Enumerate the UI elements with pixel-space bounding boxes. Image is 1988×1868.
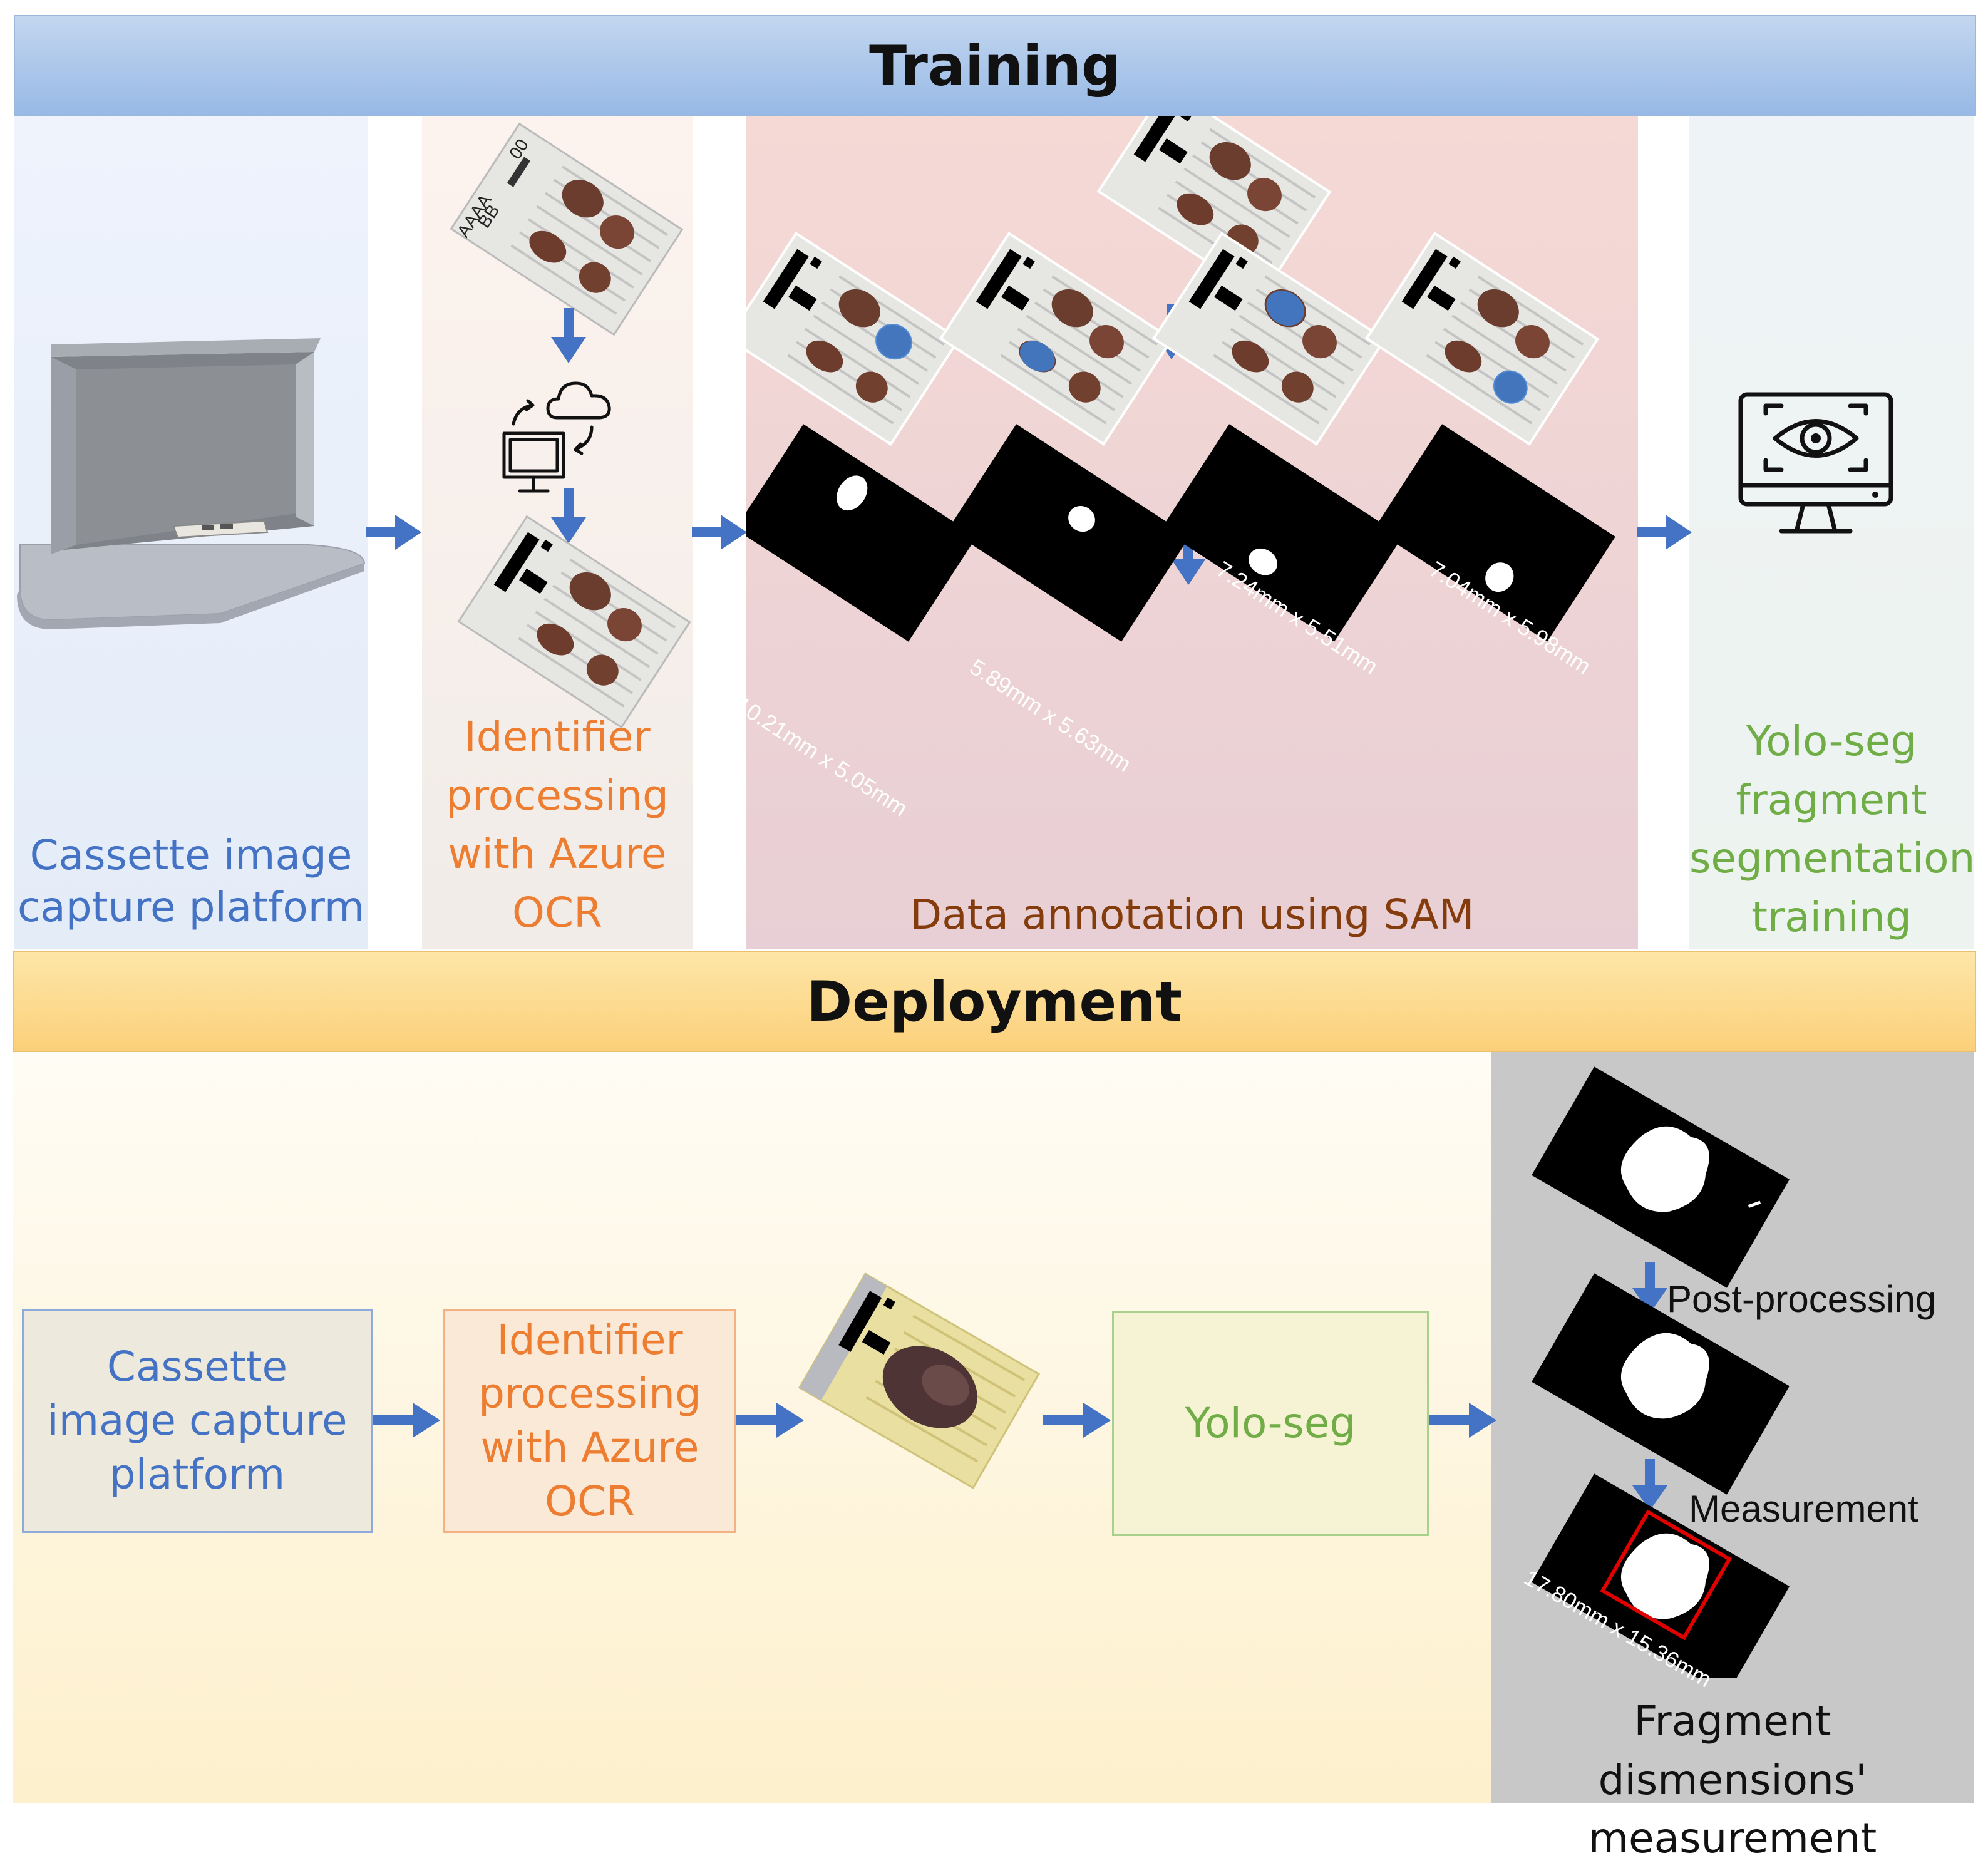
measurement-result-label: Fragment dismensions' measurement <box>1588 1697 1877 1863</box>
arrow-annotation-to-training <box>1637 515 1692 550</box>
measurement-illustration <box>1532 1066 1790 1678</box>
annotation-label: Data annotation using SAM <box>910 890 1475 939</box>
deploy-capture-label: Cassette image capture platform <box>47 1343 348 1499</box>
arrow-deploy-capture-to-ocr <box>373 1403 440 1438</box>
cassette-photo-redacted <box>457 515 691 729</box>
arrow-capture-to-ocr <box>366 515 421 550</box>
capture-platform-illustration <box>17 338 366 629</box>
training-yolo-label: Yolo-seg fragment segmentation training <box>1689 717 1975 942</box>
training-title: Training <box>869 33 1121 98</box>
deploy-yolo-box: Yolo-seg <box>1112 1311 1429 1536</box>
deploy-yolo-label: Yolo-seg <box>1185 1399 1356 1448</box>
arrow-down-ocr-2 <box>551 488 586 544</box>
computer-vision-icon <box>1738 392 1893 534</box>
training-capture-label: Cassette image capture platform <box>17 831 365 931</box>
annotation-illustration <box>746 116 1615 642</box>
training-ocr-label: Identifier processing with Azure OCR <box>446 713 669 937</box>
deploy-capture-box: Cassette image capture platform <box>22 1309 373 1533</box>
cloud-computer-icon <box>502 381 611 493</box>
deploy-ocr-box: Identifier processing with Azure OCR <box>443 1309 736 1533</box>
arrow-deploy-image-to-yolo <box>1043 1403 1111 1438</box>
cassette-photo-labeled: AAAA BB 00 <box>450 122 684 336</box>
arrow-deploy-yolo-to-postprocess <box>1429 1403 1496 1438</box>
deploy-cassette-photo <box>798 1272 1041 1489</box>
deployment-banner: Deployment <box>13 951 1976 1052</box>
arrow-deploy-ocr-to-image <box>736 1403 804 1438</box>
deploy-ocr-label: Identifier processing with Azure OCR <box>478 1316 701 1525</box>
training-banner: Training <box>14 15 1976 116</box>
arrow-ocr-to-annotation <box>692 515 747 550</box>
arrow-down-ocr-1 <box>551 308 586 363</box>
measurement-step-label: Measurement <box>1689 1488 1918 1530</box>
deployment-title: Deployment <box>806 969 1182 1034</box>
postprocessing-label: Post-processing <box>1667 1278 1937 1320</box>
